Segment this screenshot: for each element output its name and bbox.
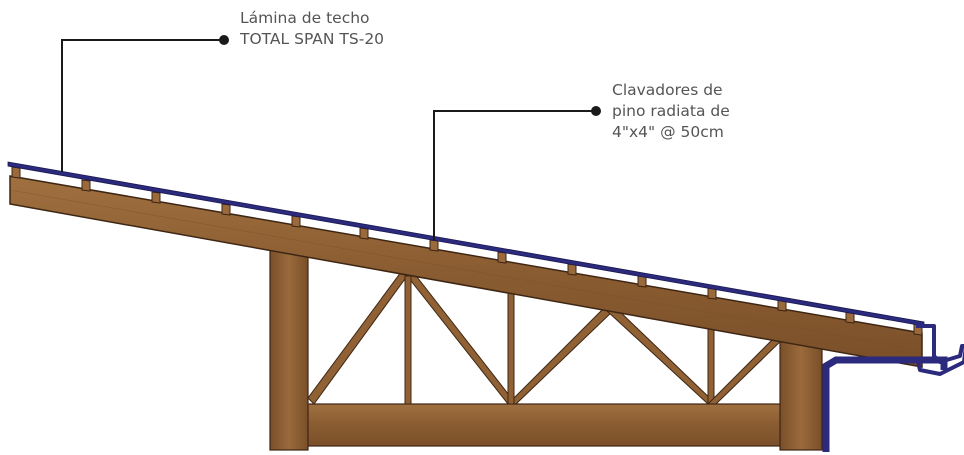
annotation-line: Clavadores de	[612, 81, 723, 99]
leader-dot-icon	[219, 35, 229, 45]
leader-line-purlins	[433, 110, 594, 240]
annotation-purlins: Clavadores de pino radiata de 4"x4" @ 50…	[612, 80, 730, 143]
leader-line-roof-sheet	[61, 39, 222, 172]
left-post	[269, 243, 309, 451]
purlins	[11, 166, 923, 336]
rafter	[9, 175, 923, 368]
annotation-line: TOTAL SPAN TS-20	[240, 30, 385, 48]
gutter	[822, 356, 948, 452]
leader-dot-icon	[591, 106, 601, 116]
annotation-line: Lámina de techo	[240, 9, 370, 27]
eave-flashing	[916, 324, 964, 376]
roof-sheet	[7, 161, 925, 327]
annotation-roof-sheet: Lámina de techo TOTAL SPAN TS-20	[240, 8, 384, 50]
rafter-grain	[9, 189, 923, 351]
annotation-line: 4"x4" @ 50cm	[612, 123, 724, 141]
annotation-line: pino radiata de	[612, 102, 730, 120]
right-post	[779, 335, 823, 451]
truss-bottom-chord	[299, 403, 827, 447]
